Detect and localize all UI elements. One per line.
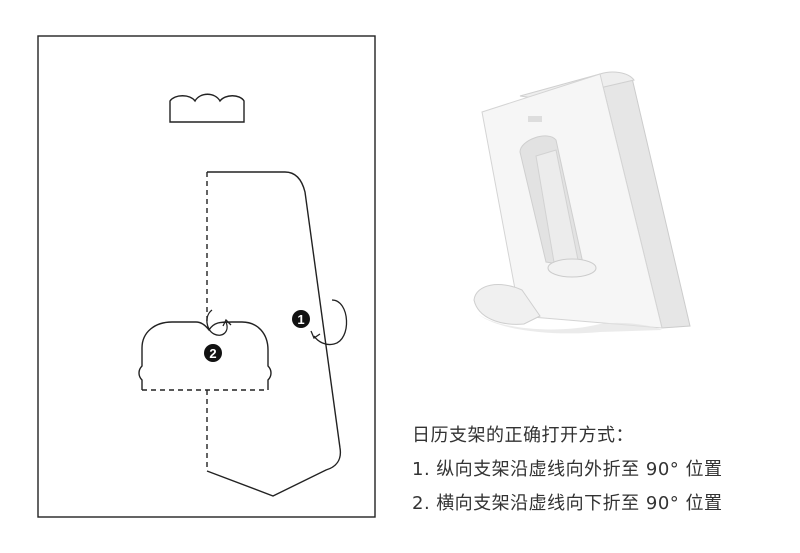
fold-arrow-1-head [310,330,321,339]
stand-shadow [478,314,662,334]
instruction-step-1: 1.纵向支架沿虚线向外折至 90° 位置 [412,460,792,480]
instruction-step-2-text: 横向支架沿虚线向下折至 90° 位置 [436,493,723,514]
instructions-panel: 日历支架的正确打开方式： 1.纵向支架沿虚线向外折至 90° 位置 2.横向支架… [412,426,792,528]
hang-tab-cutout [169,93,245,123]
assembled-stand-illustration [473,71,691,334]
flat-template: 1 2 [37,35,376,518]
step-marker-2-label: 2 [209,346,216,361]
fold-arrow-2-head [222,318,232,327]
stand-front-face [481,73,663,329]
instruction-step-1-number: 1. [412,459,431,480]
instruction-step-1-text: 纵向支架沿虚线向外折至 90° 位置 [436,459,723,480]
stand-logo-mark [528,116,542,122]
stand-base-foot [473,284,541,325]
instruction-step-2: 2.横向支架沿虚线向下折至 90° 位置 [412,494,792,514]
step-marker-1-label: 1 [297,312,304,327]
instructions-heading: 日历支架的正确打开方式： [412,425,634,446]
stand-horizontal-flap [547,258,597,278]
step-marker-1: 1 [292,310,310,328]
instruction-step-2-number: 2. [412,493,431,514]
vertical-stand-cut [206,171,342,497]
fold-arrow-2 [206,309,228,336]
step-marker-2: 2 [204,344,222,362]
fold-arrow-1 [313,299,348,346]
